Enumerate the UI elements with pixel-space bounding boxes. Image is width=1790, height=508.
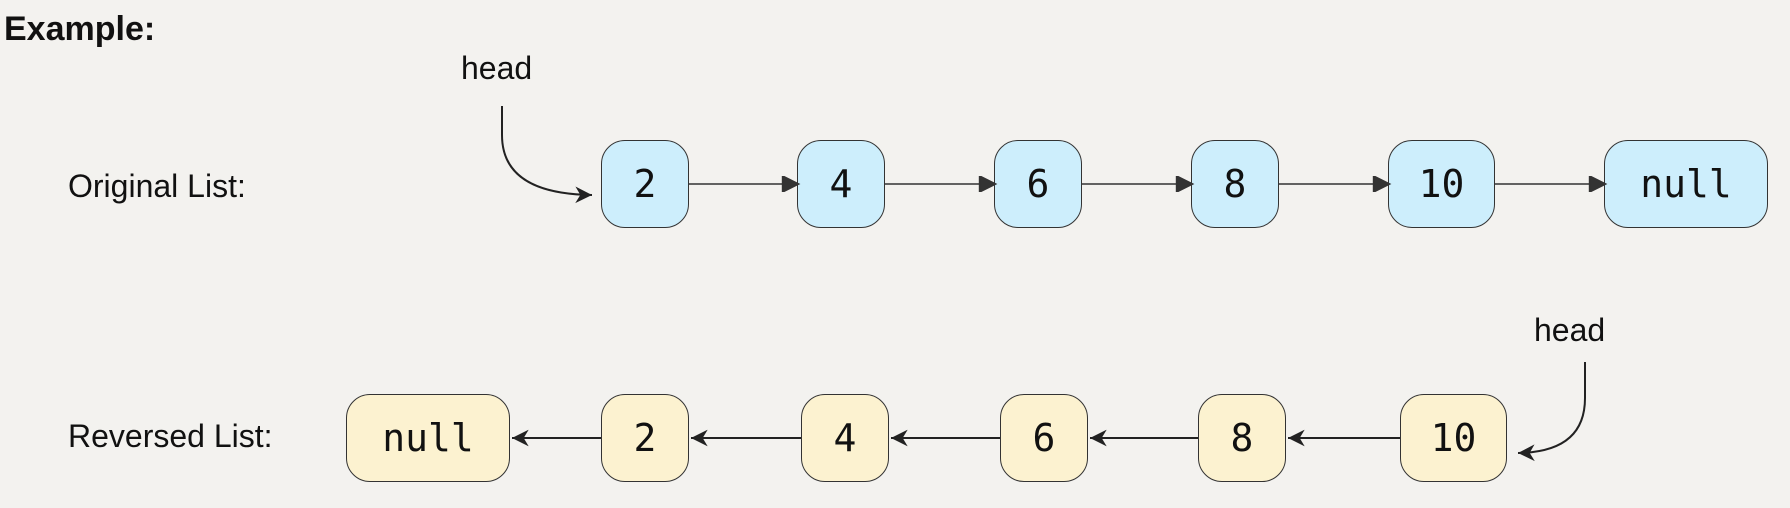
reversed-node-null: null — [346, 394, 510, 482]
reversed-node-2: 4 — [801, 394, 889, 482]
reversed-node-3: 6 — [1000, 394, 1088, 482]
original-list-label: Original List: — [68, 168, 246, 204]
original-node-1: 2 — [601, 140, 689, 228]
reversed-node-4: 8 — [1198, 394, 1286, 482]
example-heading: Example: — [4, 10, 156, 48]
original-node-3: 6 — [994, 140, 1082, 228]
original-head-arrow — [501, 106, 593, 204]
original-head-label: head — [461, 50, 533, 86]
reversed-head-arrow — [1517, 362, 1586, 462]
reversed-node-5: 10 — [1400, 394, 1507, 482]
reversed-list-label: Reversed List: — [68, 418, 273, 454]
original-node-4: 8 — [1191, 140, 1279, 228]
reversed-node-1: 2 — [601, 394, 689, 482]
original-node-5: 10 — [1388, 140, 1495, 228]
reversed-head-label: head — [1534, 312, 1606, 348]
original-node-2: 4 — [797, 140, 885, 228]
